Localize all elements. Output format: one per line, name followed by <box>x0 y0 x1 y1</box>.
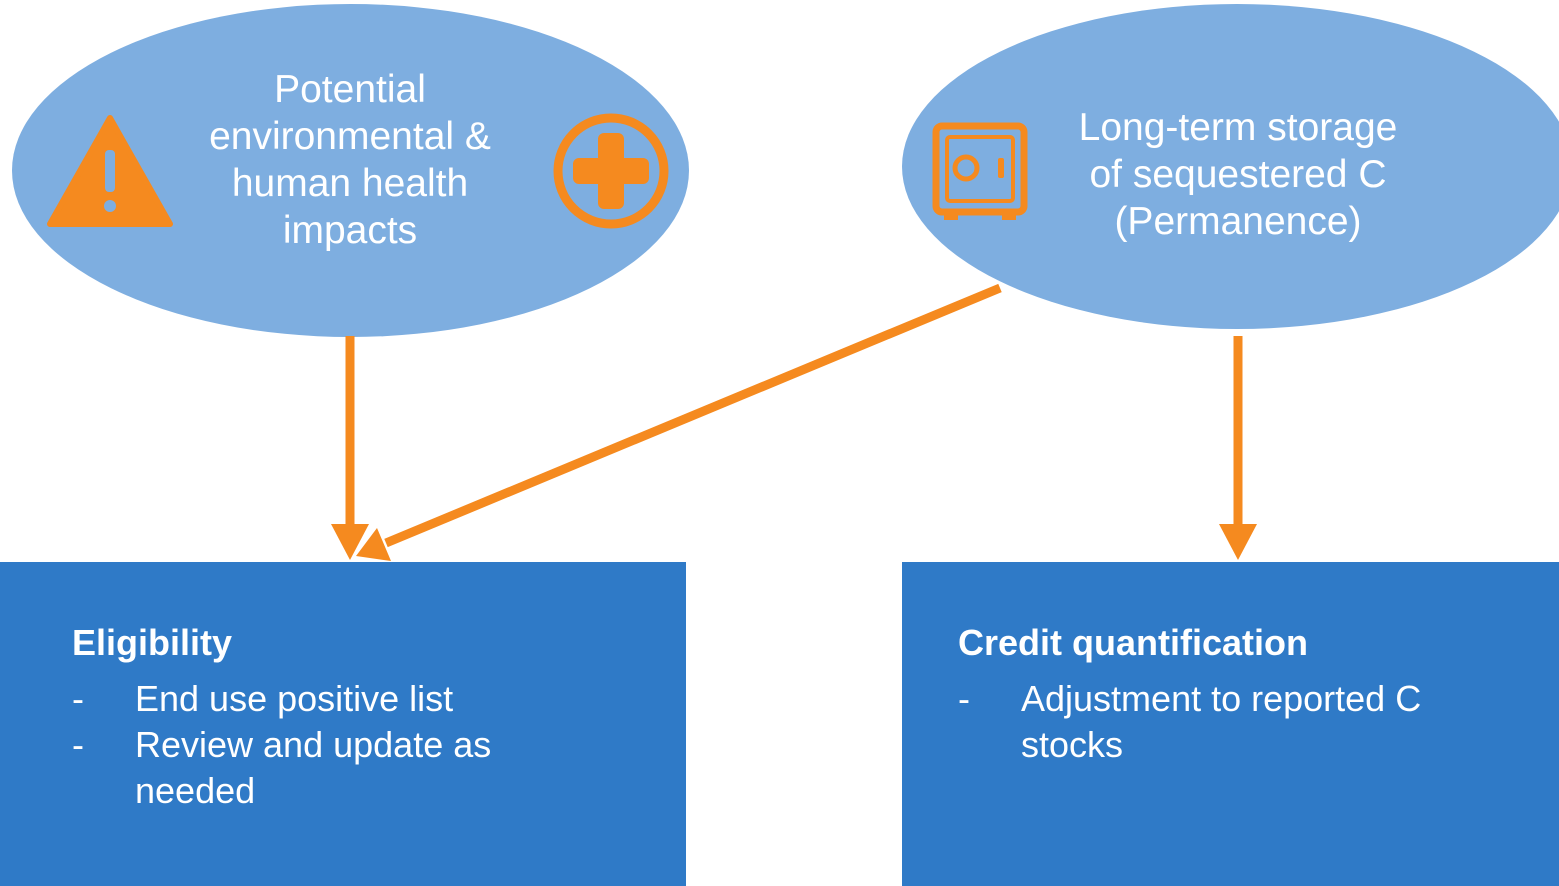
eligibility-bullets: - End use positive list - Review and upd… <box>72 676 491 814</box>
impacts-line-4: impacts <box>282 209 418 252</box>
eligibility-box: Eligibility - End use positive list - Re… <box>0 562 686 886</box>
bullet-text: Review and update as <box>135 724 492 765</box>
permanence-line-1: Long-term storage <box>1078 106 1398 149</box>
credit-bullet-1: - Adjustment to reported C stocks <box>958 676 1421 768</box>
credit-bullets: - Adjustment to reported C stocks <box>958 676 1421 768</box>
bullet-text: End use positive list <box>135 678 454 719</box>
bullet-text-continued: stocks <box>1021 724 1124 765</box>
impacts-line-3: human health <box>231 162 469 205</box>
credit-quantification-box: Credit quantification - Adjustment to re… <box>902 562 1559 886</box>
safe-icon <box>932 122 1028 220</box>
bullet-dash: - <box>958 678 970 719</box>
eligibility-bullet-2: - Review and update as needed <box>72 722 491 814</box>
bullet-text-continued: needed <box>135 770 256 811</box>
impacts-bubble-text: Potential environmental & human health i… <box>170 66 530 254</box>
warning-icon <box>47 115 173 227</box>
bullet-dash: - <box>72 678 84 719</box>
arrow-permanence-to-eligibility <box>356 283 1002 561</box>
bullet-text: Adjustment to reported C <box>1021 678 1422 719</box>
arrow-impacts-to-eligibility <box>331 336 369 560</box>
permanence-line-3: (Permanence) <box>1114 200 1362 243</box>
impacts-line-1: Potential <box>274 68 426 111</box>
eligibility-bullet-1: - End use positive list <box>72 676 491 722</box>
permanence-line-2: of sequestered C <box>1089 153 1387 196</box>
health-plus-icon <box>553 113 669 229</box>
credit-title: Credit quantification <box>958 622 1308 663</box>
impacts-line-2: environmental & <box>209 115 491 158</box>
eligibility-title: Eligibility <box>72 622 233 663</box>
bullet-dash: - <box>72 724 84 765</box>
permanence-bubble-text: Long-term storage of sequestered C (Perm… <box>1028 104 1448 245</box>
arrow-permanence-to-credit <box>1219 336 1257 560</box>
